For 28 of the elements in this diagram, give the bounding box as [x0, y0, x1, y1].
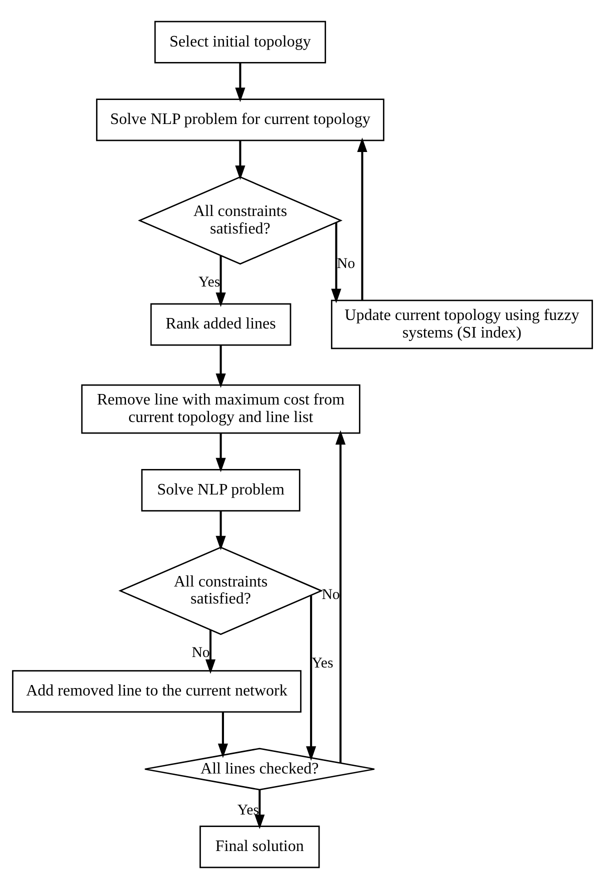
arrow [335, 430, 346, 762]
edge-label: No [322, 586, 340, 603]
arrow [216, 510, 226, 550]
edge-label: No [192, 644, 210, 661]
arrow [216, 255, 226, 306]
node-box: Add removed line to the current network [12, 670, 302, 712]
edge-label: Yes [198, 274, 220, 290]
node-box: Remove line with maximum cost from current topology and line list [81, 384, 360, 434]
edge-label: Yes [237, 802, 260, 818]
arrow [331, 222, 342, 303]
node-diamond: All constraints satisfied? [118, 546, 324, 634]
node-box: Update current topology using fuzzy systems (SI index) [330, 299, 593, 349]
node-box: Solve NLP problem [141, 468, 300, 511]
node-box: Rank added lines [150, 302, 292, 346]
arrow [218, 712, 228, 758]
arrow [216, 432, 226, 472]
arrow [254, 789, 265, 829]
node-box: Select initial topology [154, 20, 326, 63]
arrow [357, 137, 368, 300]
arrow [216, 344, 226, 388]
node-box: Final solution [200, 825, 320, 868]
arrow [205, 630, 216, 674]
node-diamond: All lines checked? [144, 747, 376, 790]
arrow [235, 62, 246, 102]
node-box: Solve NLP problem for current topology [96, 98, 384, 141]
arrow [306, 595, 316, 760]
edge-label: Yes [312, 654, 334, 671]
arrow [235, 140, 246, 180]
